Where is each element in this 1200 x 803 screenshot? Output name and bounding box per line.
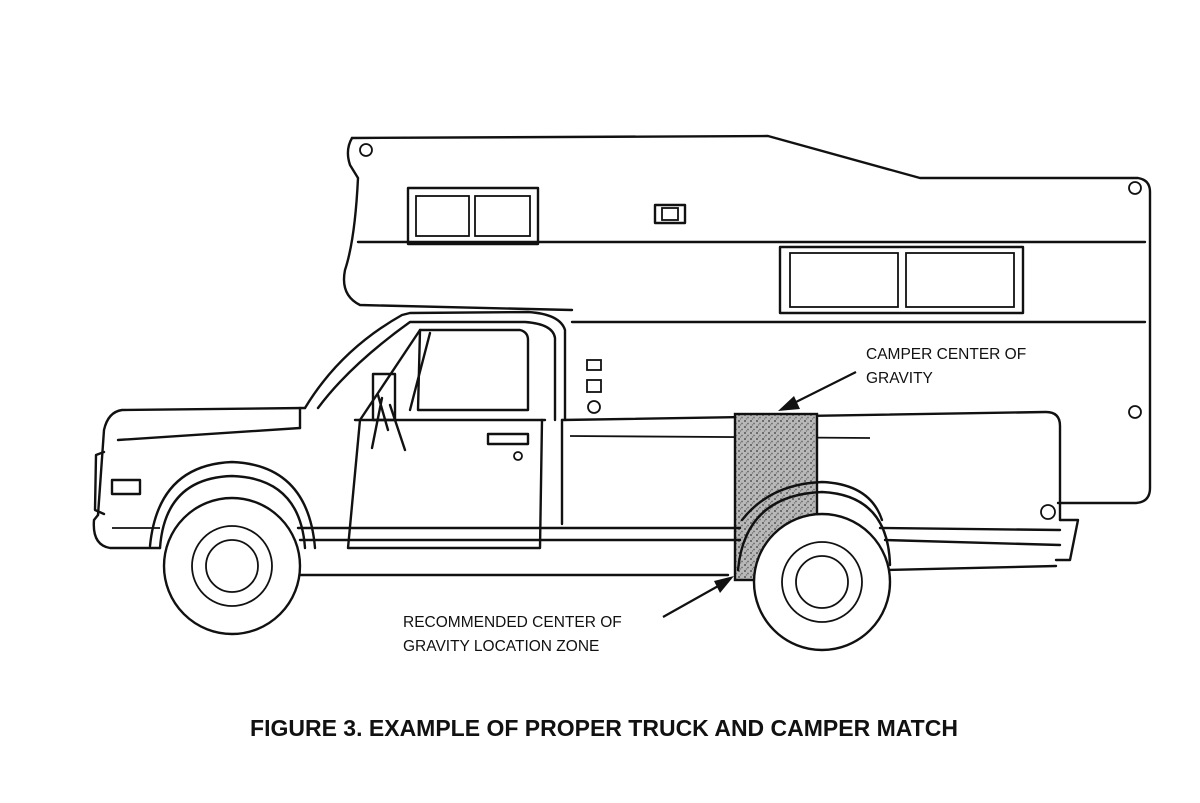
rear-wheel-arch — [736, 490, 892, 572]
truck-cab — [303, 310, 567, 550]
front-wheel — [162, 496, 302, 636]
camper-corner-rivet — [359, 143, 373, 157]
camper-side-window — [778, 245, 1025, 315]
zone-label-line1: RECOMMENDED CENTER OF — [403, 614, 622, 631]
rear-wheel — [752, 512, 892, 652]
front-fender-flare — [148, 460, 317, 550]
camper-side-rivet — [1128, 405, 1142, 419]
camper-cabin-lights — [586, 359, 602, 414]
rear-fender-flare — [740, 480, 884, 522]
figure-caption: FIGURE 3. EXAMPLE OF PROPER TRUCK AND CA… — [250, 715, 958, 741]
side-mirror — [370, 372, 407, 452]
camper-vent — [653, 203, 687, 225]
door-lock — [513, 451, 523, 461]
front-wheel-arch — [158, 474, 307, 550]
camper-body — [342, 134, 1152, 505]
body-side-lines — [296, 526, 1062, 577]
front-marker-light — [110, 478, 142, 496]
camper-cg-label-line2: GRAVITY — [866, 370, 933, 387]
truck-bed — [560, 410, 1080, 562]
camper-corner-rivet — [1128, 181, 1142, 195]
truck-front — [92, 406, 307, 550]
door-handle — [486, 432, 530, 446]
camper-cg-label: CAMPER CENTER OF GRAVITY — [866, 346, 1026, 387]
zone-arrow — [662, 576, 734, 618]
tail-light — [1040, 504, 1056, 520]
camper-front-window — [406, 186, 540, 246]
camper-cg-label-line1: CAMPER CENTER OF — [866, 346, 1026, 363]
zone-label: RECOMMENDED CENTER OF GRAVITY LOCATION Z… — [403, 614, 622, 655]
zone-label-line2: GRAVITY LOCATION ZONE — [403, 638, 599, 655]
camper-cg-arrow — [778, 371, 857, 411]
